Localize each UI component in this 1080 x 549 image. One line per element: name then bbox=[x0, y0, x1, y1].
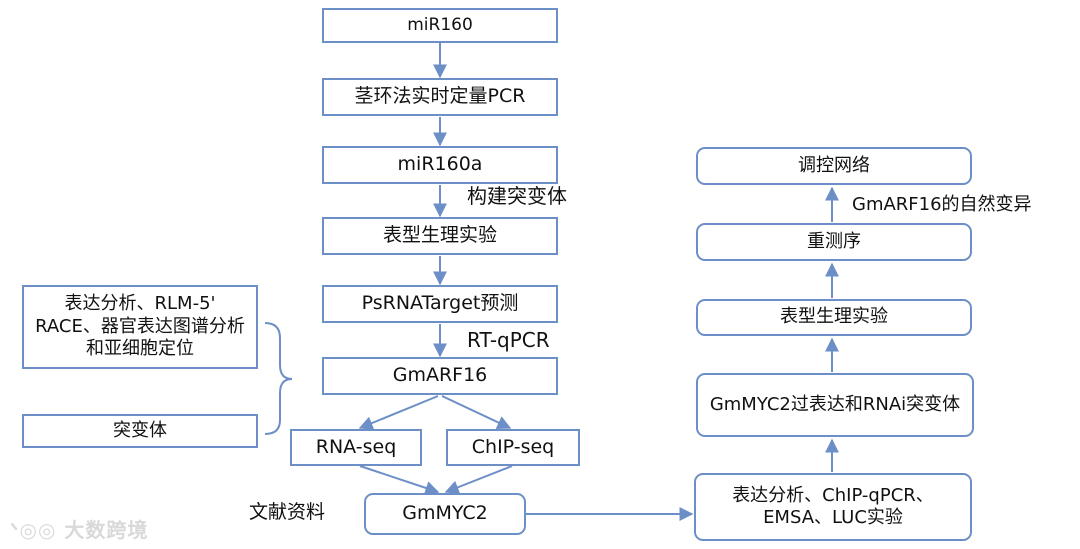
expression-analysis-box: 表达分析、RLM-5' RACE、器官表达图谱分析和亚细胞定位 bbox=[22, 285, 258, 369]
phenotype-label-left: 表型生理实验 bbox=[382, 224, 497, 247]
chip-seq-box: ChIP-seq bbox=[446, 429, 580, 466]
mutant-label: 突变体 bbox=[113, 419, 167, 441]
resequencing-label: 重测序 bbox=[807, 230, 861, 252]
chip-seq-label: ChIP-seq bbox=[471, 435, 555, 458]
watermark-text: 大数跨境 bbox=[64, 518, 149, 542]
literature-label: 文献资料 bbox=[249, 501, 326, 523]
arrow-chipseq-to-gmmyc2 bbox=[444, 465, 513, 494]
mir160-label: miR160 bbox=[407, 14, 473, 35]
gmarf16-label: GmARF16 bbox=[392, 364, 488, 387]
stemloop-pcr-box: 茎环法实时定量PCR bbox=[322, 78, 558, 116]
rt-qpcr-label: RT-qPCR bbox=[467, 328, 550, 352]
psrnatarget-box: PsRNATarget预测 bbox=[322, 285, 558, 323]
regulatory-network-box: 调控网络 bbox=[696, 147, 972, 185]
construct-mutant-label: 构建突变体 bbox=[467, 184, 567, 208]
mir160-box: miR160 bbox=[322, 8, 558, 43]
psrnatarget-label: PsRNATarget预测 bbox=[361, 292, 519, 315]
phenotype-box-right: 表型生理实验 bbox=[696, 299, 972, 336]
arrow-gmarf16-to-chipseq bbox=[441, 395, 512, 429]
watermark-logo: ᐠ◎◎ 大数跨境 bbox=[10, 514, 148, 543]
watermark-icon: ᐠ◎◎ bbox=[10, 518, 57, 542]
rna-seq-label: RNA-seq bbox=[315, 435, 397, 458]
phenotype-box-left: 表型生理实验 bbox=[322, 217, 558, 255]
regulatory-network-label: 调控网络 bbox=[798, 154, 870, 176]
gmmyc2-label: GmMYC2 bbox=[402, 502, 488, 525]
validation-box: 表达分析、ChIP-qPCR、EMSA、LUC实验 bbox=[694, 473, 972, 541]
mir160a-box: miR160a bbox=[322, 146, 558, 184]
arrow-rnaseq-to-gmmyc2 bbox=[359, 465, 440, 495]
validation-label: 表达分析、ChIP-qPCR、EMSA、LUC实验 bbox=[732, 484, 934, 529]
gmmyc2-box: GmMYC2 bbox=[364, 493, 526, 535]
gmarf16-box: GmARF16 bbox=[322, 357, 558, 395]
stemloop-pcr-label: 茎环法实时定量PCR bbox=[354, 85, 526, 108]
side-bracket bbox=[264, 322, 293, 435]
resequencing-box: 重测序 bbox=[696, 223, 972, 261]
expression-analysis-label: 表达分析、RLM-5' RACE、器官表达图谱分析和亚细胞定位 bbox=[35, 293, 245, 360]
natural-variation-label: GmARF16的自然变异 bbox=[852, 194, 1032, 215]
overexpression-rnai-box: GmMYC2过表达和RNAi突变体 bbox=[696, 373, 974, 437]
overexpression-rnai-label: GmMYC2过表达和RNAi突变体 bbox=[709, 393, 961, 415]
mir160a-label: miR160a bbox=[397, 153, 483, 176]
mutant-box: 突变体 bbox=[22, 414, 258, 448]
phenotype-label-right: 表型生理实验 bbox=[780, 306, 888, 328]
arrow-gmarf16-to-rnaseq bbox=[358, 395, 439, 430]
rna-seq-box: RNA-seq bbox=[290, 429, 422, 466]
